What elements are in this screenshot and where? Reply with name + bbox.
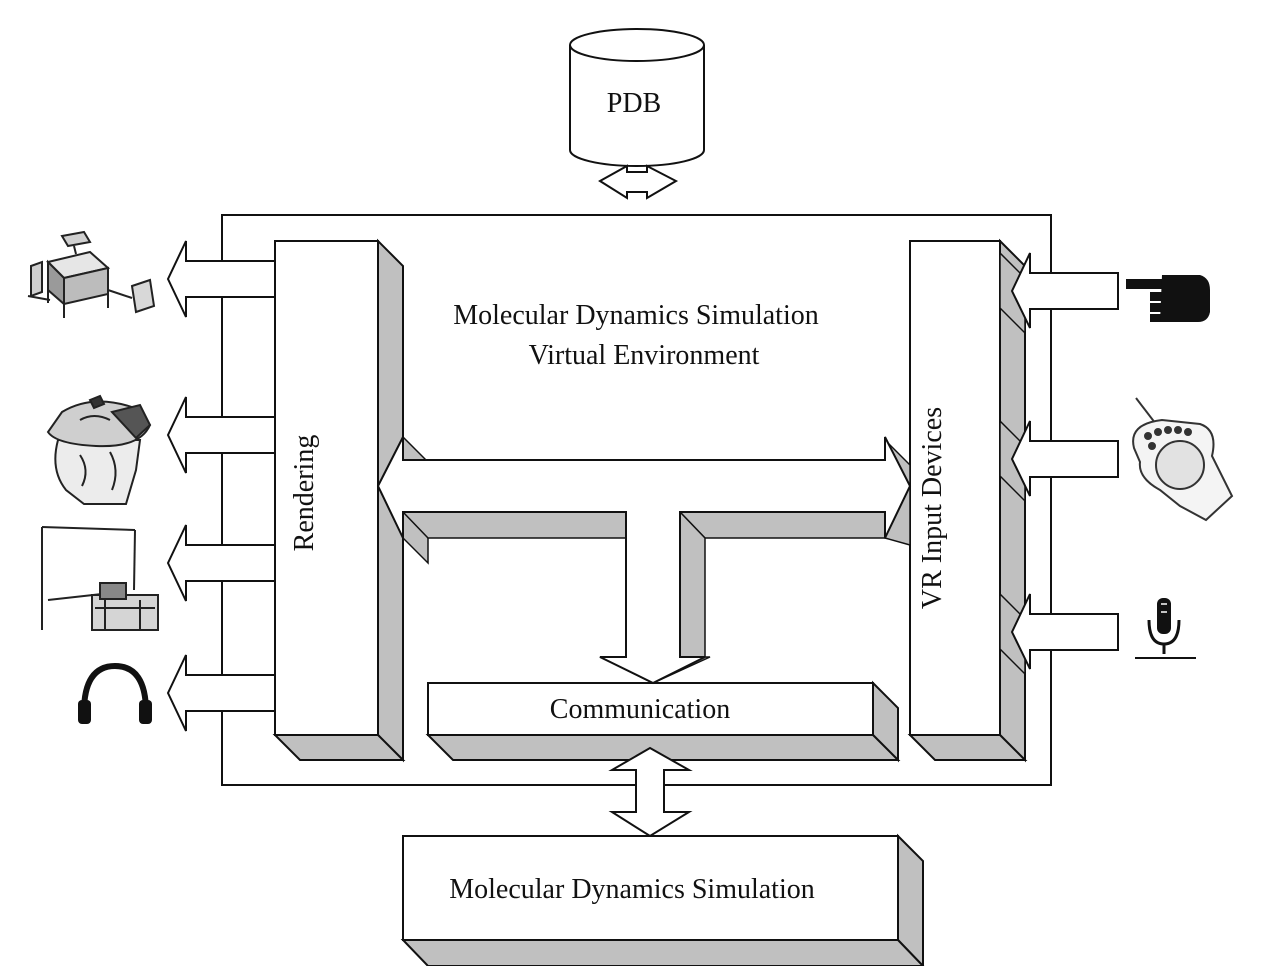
output-arrow-1	[166, 240, 276, 318]
projection-screen-icon	[41, 526, 159, 631]
input-arrow-2	[1010, 420, 1119, 497]
headphones-icon	[78, 662, 152, 724]
input-arrows	[999, 251, 1119, 676]
rendering-label: Rendering	[289, 435, 320, 552]
output-arrow-2	[166, 396, 276, 474]
central-data-flow-arrow	[376, 435, 912, 685]
vr-input-label: VR Input Devices	[917, 407, 948, 609]
output-arrow-4	[166, 654, 276, 732]
joystick-controller-icon	[1132, 397, 1234, 522]
simulation-double-arrow	[608, 746, 693, 838]
environment-title-line1: Molecular Dynamics Simulation	[453, 300, 819, 331]
simulation-label: Molecular Dynamics Simulation	[449, 874, 815, 905]
vr-input-module: VR Input Devices	[907, 238, 1028, 763]
communication-module: Communication	[425, 680, 901, 763]
pdb-label: PDB	[607, 88, 661, 119]
head-mounted-display-icon	[46, 394, 152, 505]
simulation-module: Molecular Dynamics Simulation	[400, 833, 925, 966]
cave-display-icon	[27, 230, 156, 318]
rendering-module: Rendering	[272, 238, 406, 763]
input-arrow-3	[1010, 593, 1119, 670]
input-arrow-1	[1010, 252, 1119, 329]
communication-label: Communication	[550, 694, 730, 725]
environment-title-line2: Virtual Environment	[529, 340, 760, 371]
pdb-database: PDB	[569, 28, 705, 167]
output-arrows	[166, 240, 276, 732]
microphone-icon	[1135, 598, 1196, 659]
output-arrow-3	[166, 524, 276, 602]
pdb-double-arrow	[598, 164, 679, 200]
data-glove-icon	[1126, 275, 1210, 322]
